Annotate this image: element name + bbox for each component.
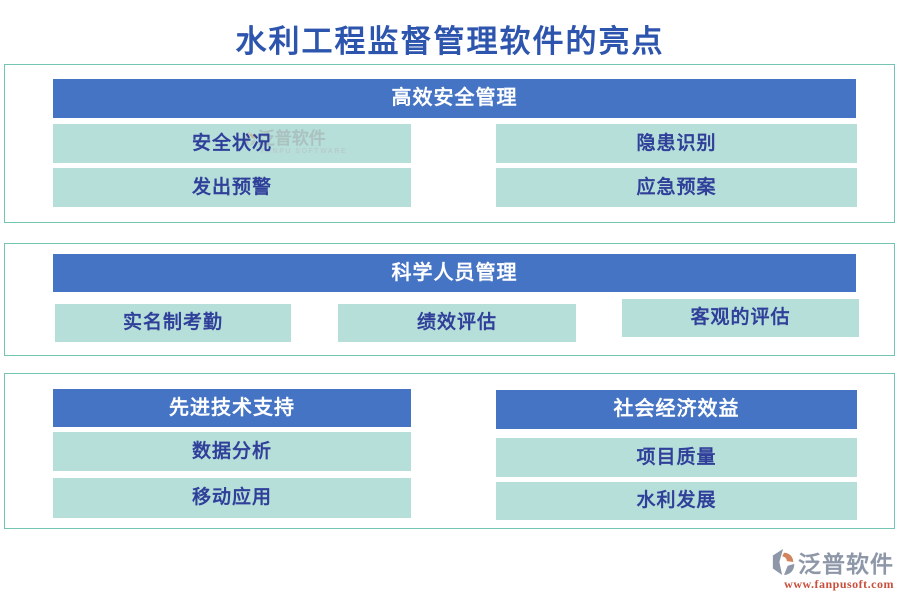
cell-safety-status: 安全状况 泛普软件 FANPU SOFTWARE [53,124,411,163]
cell-water-development: 水利发展 [496,482,857,520]
section-tech-header: 先进技术支持 [53,389,411,427]
cell-performance-evaluation-label: 绩效评估 [416,312,497,333]
cell-hazard-identification: 隐患识别 [496,124,857,163]
fanpu-logo: 泛普软件 www.fanpusoft.com [764,548,894,592]
cell-objective-evaluation: 客观的评估 [622,299,859,337]
section-personnel-header: 科学人员管理 [53,254,856,292]
cell-issue-warning-label: 发出预警 [191,177,272,198]
cell-safety-status-label: 安全状况 [191,133,272,154]
cell-data-analysis: 数据分析 [53,432,411,471]
cell-hazard-identification-label: 隐患识别 [636,133,717,154]
cell-emergency-plan: 应急预案 [496,168,857,207]
fanpu-watermark-subtext: FANPU SOFTWARE [260,148,348,155]
cell-mobile-app: 移动应用 [53,478,411,518]
cell-water-development-label: 水利发展 [636,490,717,511]
section-safety-header: 高效安全管理 [53,79,856,118]
cell-emergency-plan-label: 应急预案 [636,177,717,198]
cell-realname-attendance: 实名制考勤 [55,304,291,342]
cell-data-analysis-label: 数据分析 [191,441,272,462]
cell-performance-evaluation: 绩效评估 [338,304,576,342]
fanpu-logo-url: www.fanpusoft.com [784,577,894,591]
cell-realname-attendance-label: 实名制考勤 [122,312,223,333]
section-safety-management: 高效安全管理 安全状况 泛普软件 FANPU SOFTWARE 隐患识别 发出预… [4,64,895,223]
section-personnel-management: 科学人员管理 实名制考勤 绩效评估 客观的评估 [4,243,895,356]
section-tech-and-benefit: 先进技术支持 数据分析 移动应用 社会经济效益 项目质量 水利发展 [4,373,895,529]
fanpu-logo-icon [772,549,795,576]
cell-project-quality: 项目质量 [496,438,857,477]
cell-objective-evaluation-label: 客观的评估 [690,307,791,328]
cell-project-quality-label: 项目质量 [636,447,717,468]
cell-mobile-app-label: 移动应用 [191,487,272,508]
fanpu-logo-name: 泛普软件 [798,551,894,577]
section-benefit-header: 社会经济效益 [496,390,857,429]
page-title: 水利工程监督管理软件的亮点 [235,24,665,59]
cell-issue-warning: 发出预警 [53,168,411,207]
